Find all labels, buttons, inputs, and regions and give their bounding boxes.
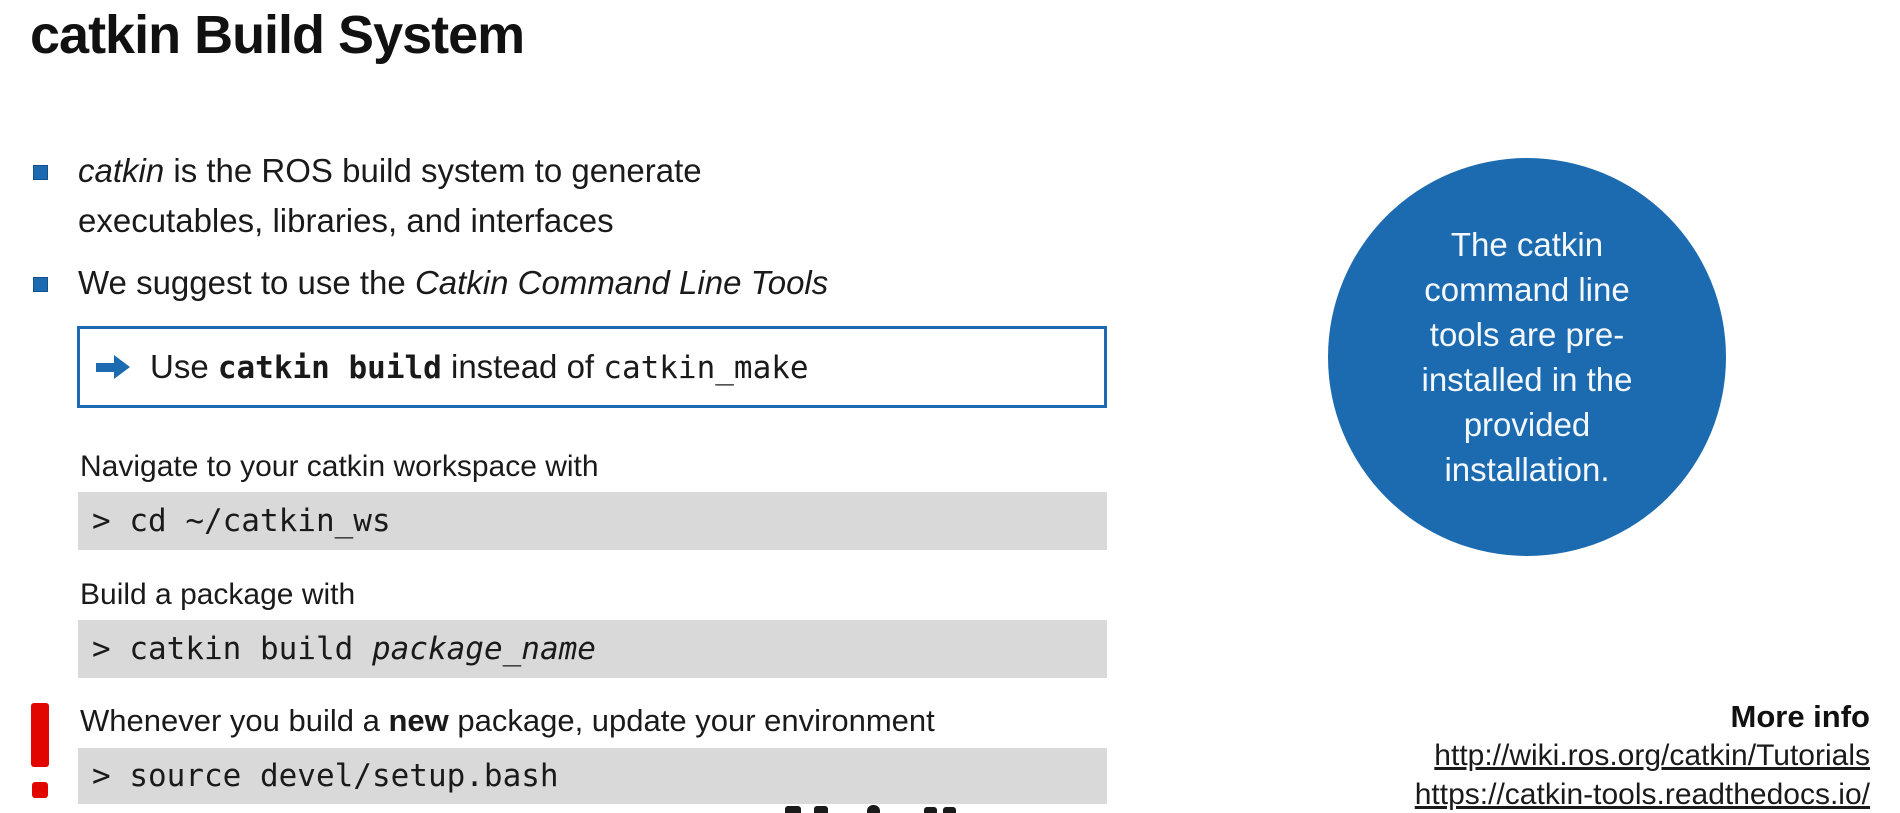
bullet2-text: We suggest to use the xyxy=(78,264,415,301)
bullet1-italic-word: catkin xyxy=(78,152,165,189)
build-code-block: > catkin build package_name xyxy=(78,620,1107,678)
note-circle-line: installed in the xyxy=(1421,361,1633,398)
warning-exclamation-dot-icon xyxy=(32,782,48,798)
callout-command-bold: catkin build xyxy=(217,350,442,386)
environment-code-block: > source devel/setup.bash xyxy=(78,748,1107,804)
note-circle-line: tools are pre- xyxy=(1429,316,1625,353)
note-circle-line: provided xyxy=(1463,406,1591,443)
callout-box: Use catkin build instead of catkin_make xyxy=(77,326,1107,408)
callout-pre: Use xyxy=(150,348,218,385)
arrow-head xyxy=(114,355,130,379)
clipped-letter-top xyxy=(943,807,956,813)
note-circle: The catkin command line tools are pre- i… xyxy=(1328,158,1726,556)
navigate-command-text: > cd ~/catkin_ws xyxy=(92,503,391,539)
bullet1-text: is the ROS build system to generate exec… xyxy=(78,152,702,239)
more-info-link-ros-wiki[interactable]: http://wiki.ros.org/catkin/Tutorials xyxy=(1434,739,1870,772)
env-label-post: package, update your environment xyxy=(448,703,935,738)
clipped-letter-top xyxy=(785,806,801,813)
build-command-text: > catkin build package_name xyxy=(92,631,596,667)
bullet2-italic-phrase: Catkin Command Line Tools xyxy=(414,264,829,301)
clipped-letter-top xyxy=(814,806,828,813)
warning-exclamation-icon xyxy=(31,703,49,767)
note-circle-line: installation. xyxy=(1444,451,1610,488)
navigate-label: Navigate to your catkin workspace with xyxy=(80,450,599,483)
build-command-arg: package_name xyxy=(371,631,596,667)
clipped-letter-top xyxy=(867,805,880,813)
callout-mid: instead of xyxy=(441,348,604,385)
build-command-prefix: > catkin build xyxy=(92,631,372,667)
bullet-item-suggest: We suggest to use the Catkin Command Lin… xyxy=(78,258,1078,308)
more-info-section: More info http://wiki.ros.org/catkin/Tut… xyxy=(1415,698,1870,813)
build-label: Build a package with xyxy=(80,578,356,611)
page-title: catkin Build System xyxy=(30,5,525,65)
env-label-bold-word: new xyxy=(388,703,449,738)
environment-command-text: > source devel/setup.bash xyxy=(92,758,559,794)
arrow-right-icon xyxy=(96,355,130,379)
more-info-link-catkin-tools[interactable]: https://catkin-tools.readthedocs.io/ xyxy=(1414,778,1870,811)
bullet-square-icon xyxy=(33,277,48,292)
callout-command-plain: catkin_make xyxy=(603,350,809,386)
arrow-stem xyxy=(96,363,116,372)
bullet-item-catkin: catkin is the ROS build system to genera… xyxy=(78,146,858,246)
note-circle-line: The catkin xyxy=(1450,226,1604,263)
clipped-letter-top xyxy=(924,807,937,813)
environment-label: Whenever you build a new package, update… xyxy=(80,703,935,739)
navigate-code-block: > cd ~/catkin_ws xyxy=(78,492,1107,550)
note-circle-line: command line xyxy=(1424,271,1630,308)
more-info-heading: More info xyxy=(1730,699,1871,734)
callout-text: Use catkin build instead of catkin_make xyxy=(150,348,809,386)
bullet-square-icon xyxy=(33,165,48,180)
env-label-pre: Whenever you build a xyxy=(80,703,389,738)
